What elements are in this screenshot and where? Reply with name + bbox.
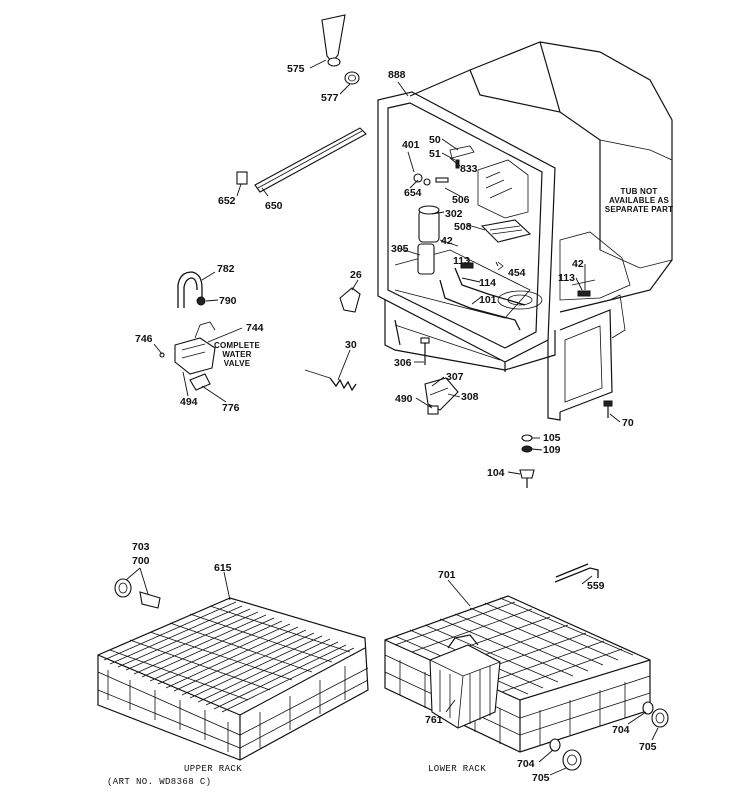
rack-hose-part bbox=[554, 567, 599, 583]
part-label-577: 577 bbox=[321, 92, 339, 104]
fill-nozzle-part bbox=[321, 14, 346, 63]
part-label-113a: 113 bbox=[453, 255, 470, 267]
captions: UPPER RACK LOWER RACK (ART NO. WD8368 C) bbox=[107, 764, 486, 787]
upper-rack-caption: UPPER RACK bbox=[184, 764, 242, 774]
leader-lines bbox=[125, 59, 659, 776]
part-label-70: 70 bbox=[622, 417, 634, 429]
part-label-401: 401 bbox=[402, 139, 420, 151]
part-label-42b: 42 bbox=[572, 258, 584, 270]
notes: TUB NOT AVAILABLE AS SEPARATE PART COMPL… bbox=[214, 187, 673, 368]
part-label-746: 746 bbox=[135, 333, 153, 345]
tub-note-line-2: AVAILABLE AS bbox=[609, 196, 669, 205]
part-label-50: 50 bbox=[429, 134, 441, 146]
valve-note-line-3: VALVE bbox=[224, 359, 251, 368]
lower-rack-caption: LOWER RACK bbox=[428, 764, 486, 774]
part-label-308: 308 bbox=[461, 391, 479, 403]
latch-part bbox=[339, 287, 361, 313]
valve-note-line-2: WATER bbox=[222, 350, 251, 359]
part-label-490: 490 bbox=[395, 393, 413, 405]
part-label-30: 30 bbox=[345, 339, 357, 351]
part-label-705b: 705 bbox=[532, 772, 550, 784]
part-label-703: 703 bbox=[132, 541, 150, 553]
part-label-26: 26 bbox=[350, 269, 362, 281]
part-label-615: 615 bbox=[214, 562, 232, 574]
part-label-306: 306 bbox=[394, 357, 412, 369]
loose-parts bbox=[159, 14, 613, 488]
valve-note-line-1: COMPLETE bbox=[214, 341, 261, 350]
part-label-700: 700 bbox=[132, 555, 150, 567]
part-label-744: 744 bbox=[246, 322, 264, 334]
art-number-caption: (ART NO. WD8368 C) bbox=[107, 777, 211, 787]
part-label-701: 701 bbox=[438, 569, 456, 581]
part-label-508: 508 bbox=[454, 221, 472, 233]
tub-note-line-1: TUB NOT bbox=[621, 187, 658, 196]
part-number-labels: 575 577 888 50 51 833 401 654 506 302 50… bbox=[132, 63, 657, 784]
part-label-888: 888 bbox=[388, 69, 406, 81]
part-label-109: 109 bbox=[543, 444, 561, 456]
part-label-113b: 113 bbox=[558, 272, 575, 284]
spring-part bbox=[329, 377, 357, 392]
part-label-654: 654 bbox=[404, 187, 422, 199]
part-label-833: 833 bbox=[460, 163, 478, 175]
part-label-650: 650 bbox=[265, 200, 283, 212]
bracket-part bbox=[424, 377, 459, 411]
water-valve-part bbox=[174, 337, 216, 375]
part-label-104: 104 bbox=[487, 467, 505, 479]
part-label-790: 790 bbox=[219, 295, 237, 307]
part-label-575: 575 bbox=[287, 63, 305, 75]
lower-rack-drawing bbox=[384, 563, 669, 771]
part-label-101: 101 bbox=[479, 294, 497, 306]
part-label-105: 105 bbox=[543, 432, 561, 444]
tub-note-line-3: SEPARATE PART bbox=[605, 205, 673, 214]
part-label-704a: 704 bbox=[612, 724, 630, 736]
part-label-454: 454 bbox=[508, 267, 526, 279]
silverware-basket-part bbox=[429, 644, 501, 729]
tub-assembly bbox=[377, 41, 673, 421]
part-label-114: 114 bbox=[479, 277, 496, 289]
part-label-559: 559 bbox=[587, 580, 605, 592]
part-label-652: 652 bbox=[218, 195, 236, 207]
part-label-51: 51 bbox=[429, 148, 441, 160]
clip-part bbox=[236, 171, 248, 185]
part-label-506: 506 bbox=[452, 194, 470, 206]
part-label-494: 494 bbox=[180, 396, 198, 408]
part-label-776: 776 bbox=[222, 402, 240, 414]
part-label-705a: 705 bbox=[639, 741, 657, 753]
part-label-761: 761 bbox=[425, 714, 443, 726]
part-label-307: 307 bbox=[446, 371, 464, 383]
part-label-302: 302 bbox=[445, 208, 463, 220]
part-label-42a: 42 bbox=[441, 235, 453, 247]
part-label-305: 305 bbox=[391, 243, 409, 255]
part-label-782: 782 bbox=[217, 263, 235, 275]
hose-part bbox=[177, 271, 203, 308]
nozzle-nut-part bbox=[344, 71, 360, 85]
part-label-704b: 704 bbox=[517, 758, 535, 770]
upper-rack-drawing bbox=[97, 578, 369, 761]
